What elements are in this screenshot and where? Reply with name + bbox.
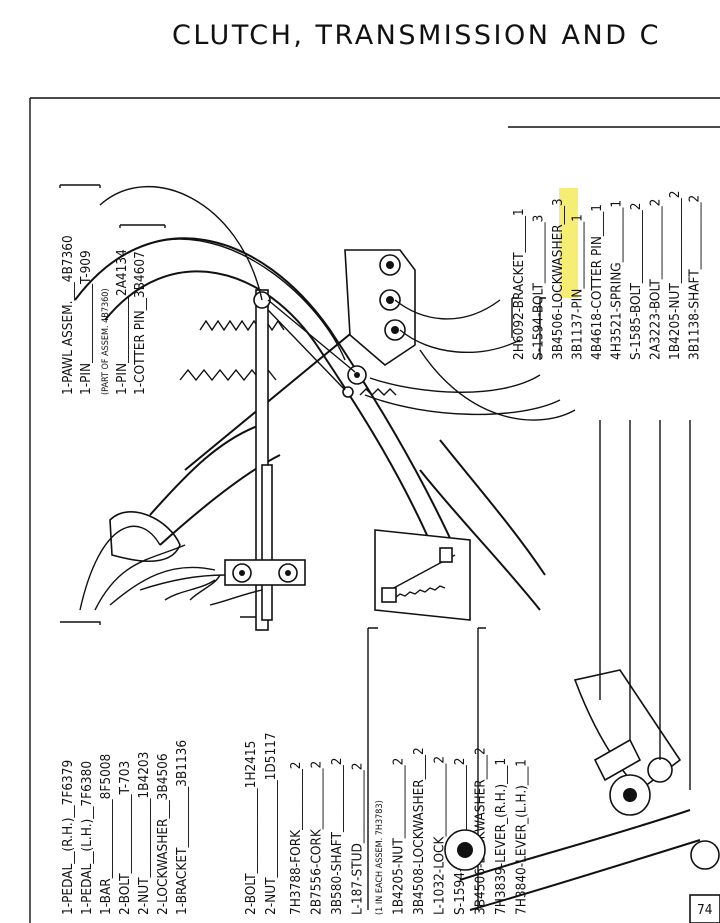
part-label: S-1594-BOLT__________3 [531,215,547,360]
part-label: 1-COTTER PIN__3B4607 [132,251,148,395]
part-label: L-187-STUD____________2 [350,763,366,915]
part-label: 3B4506-LOCKWASHER___3 [550,198,566,360]
corner-mark-text: 74 [697,902,713,918]
stud-bolt [374,529,471,621]
label-group-bottom-right: 7H3788-FORK__________2 2B7556-CORK_______… [288,747,530,915]
part-label: 4H3521-SPRING_________1 [609,200,625,360]
pawl-assembly [267,249,416,398]
part-label: 2-LOCKWASHER___3B4506 [155,753,171,915]
pedal-arm [109,329,356,563]
part-label: 3B580-SHAFT___________2 [329,758,345,915]
part-label: 3B1138-SHAFT___________2 [687,195,703,360]
part-label: 2-NUT_____________1B4203 [136,752,152,915]
part-label: 1B4205-NUT______________2 [667,191,683,360]
part-label: 2H6092-BRACKET______1 [511,208,527,360]
part-label: (1 IN EACH ASSEM. 7H3783) [375,800,385,915]
part-label: 1-PEDAL__(L.H.)__7F6380 [79,761,95,915]
bracket-clamp [224,559,306,586]
part-label: 1-PEDAL__(R.H.)__7F6379 [60,760,76,915]
part-label: 7H3788-FORK__________2 [288,761,304,915]
diagram-frame [29,97,720,923]
part-label: 2-NUT________________1D5117 [263,732,279,915]
part-label: 3B4506-LOCKWASHER____2 [473,747,489,915]
part-label: L-1032-LOCK____________2 [432,756,448,915]
corner-mark: 74 [689,894,720,923]
page-header: CLUTCH, TRANSMISSION AND C [0,0,720,90]
part-label: 1-PIN_____________T-909 [78,250,94,395]
leader-lines [79,186,691,790]
part-label: 2B7556-CORK__________2 [309,761,325,915]
part-label: S-1585-BOLT____________2 [628,203,644,360]
part-label: 4B4618-COTTER PIN____1 [589,204,605,360]
part-label: 1-PAWL ASSEM.___4B7360 [60,235,76,395]
part-label: 7H3839-LEVER_(R.H.)___1 [493,758,509,915]
part-label: (PART OF ASSEM. 4B7360) [101,288,111,395]
page-title: CLUTCH, TRANSMISSION AND C [172,20,661,51]
lever-assembly [444,669,720,911]
part-label: 1-BAR_____________8F5008 [98,754,114,915]
part-label: 2-BOLT_____________T-703 [117,761,133,915]
part-label: 3B1137-PIN___________1 [570,214,586,360]
part-label: 3B4508-LOCKWASHER____2 [411,747,427,915]
highlight-marker [559,188,578,298]
pawl-rod [253,289,273,631]
part-label: 2-BOLT______________1H2415 [243,741,259,915]
part-label: 7H3840-LEVER_(L.H.)___1 [514,759,530,915]
part-label: 1-BRACKET__________3B1136 [174,740,190,915]
part-label: 1-PIN___________2A4134 [114,249,130,395]
part-label: 1B4205-NUT____________2 [391,758,407,915]
part-label: 2A3223-BOLT____________2 [648,199,664,360]
